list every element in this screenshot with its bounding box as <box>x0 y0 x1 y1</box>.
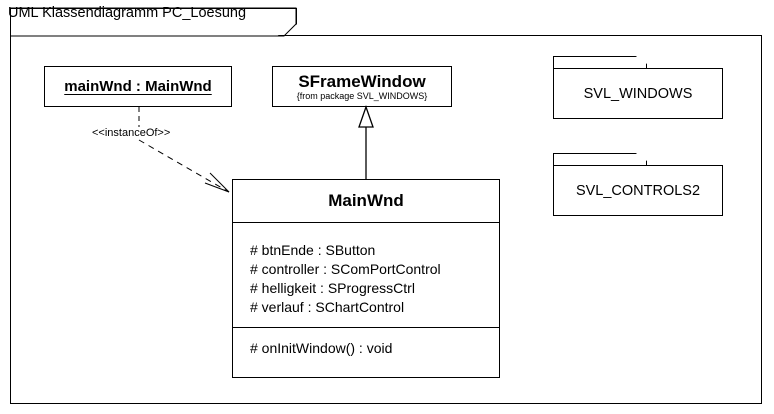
class-name-sframewindow: SFrameWindow <box>298 71 426 91</box>
class-name-compartment: MainWnd <box>233 180 499 223</box>
package-label: SVL_CONTROLS2 <box>575 182 701 199</box>
package-label: SVL_WINDOWS <box>583 85 693 102</box>
object-box-label: mainWnd : MainWnd <box>64 78 212 95</box>
package-body: SVL_WINDOWS <box>553 68 723 119</box>
class-box-sframewindow[interactable]: SFrameWindow {from package SVL_WINDOWS} <box>272 66 452 107</box>
class-attribute: # btnEnde : SButton <box>250 242 376 258</box>
class-attribute: # verlauf : SChartControl <box>250 299 405 315</box>
dependency-stereotype-label: <<instanceOf>> <box>92 127 171 139</box>
diagram-title-label: UML Klassendiagramm PC_Loesung <box>8 5 247 21</box>
class-name-mainwnd: MainWnd <box>328 191 404 210</box>
package-body: SVL_CONTROLS2 <box>553 165 723 216</box>
class-box-mainwnd[interactable]: MainWnd # btnEnde : SButton # controller… <box>232 179 500 378</box>
class-attribute: # helligkeit : SProgressCtrl <box>250 280 415 296</box>
class-operation: # onInitWindow() : void <box>250 340 393 356</box>
object-box-mainwnd[interactable]: mainWnd : MainWnd <box>44 66 232 107</box>
class-attributes-compartment: # btnEnde : SButton # controller : SComP… <box>233 223 499 328</box>
class-operations-compartment: # onInitWindow() : void <box>233 328 499 377</box>
class-attribute: # controller : SComPortControl <box>250 261 441 277</box>
class-package-note-sframewindow: {from package SVL_WINDOWS} <box>296 90 428 101</box>
